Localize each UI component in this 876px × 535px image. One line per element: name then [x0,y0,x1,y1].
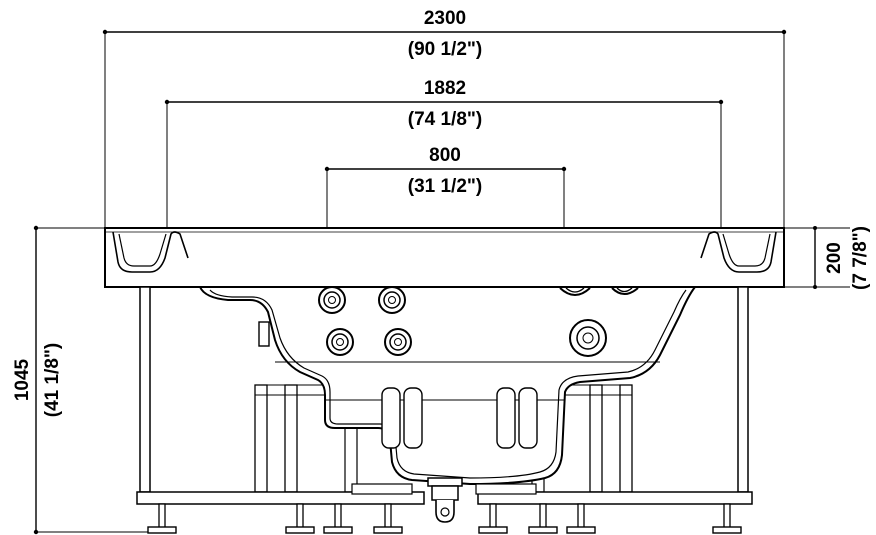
jet [326,328,354,356]
overall-width-inch: (90 1/2") [408,39,483,60]
rim-height-mm: 200 [824,242,845,274]
jet [378,286,406,314]
adjustable-feet [147,503,742,534]
jet [559,287,591,296]
inner-width-inch: (74 1/8") [408,109,483,130]
dimension-total-height: 1045 (41 1/8") [12,225,160,535]
foot [478,503,508,534]
foot [712,503,742,534]
jet [318,286,346,314]
dimension-rim-height: 200 (7 7/8") [784,226,871,290]
dimension-inner-width: 1882 (74 1/8") [164,78,724,228]
base-frame [136,483,753,505]
inner-width-mm: 1882 [424,78,466,99]
drain-fitting [427,477,463,523]
support-frame [139,286,749,493]
foot [323,503,353,534]
rim-height-inch: (7 7/8") [850,226,871,290]
foot [373,503,403,534]
foot [285,503,315,534]
seat-width-inch: (31 1/2") [408,176,483,197]
jets [318,286,639,357]
seat-width-mm: 800 [429,145,461,166]
foot [566,503,596,534]
tub-rim [104,227,785,288]
dimension-overall-width: 2300 (90 1/2") [102,8,787,228]
jet [384,328,412,356]
jet [569,319,607,357]
foot [528,503,558,534]
jet [611,287,639,295]
foot [147,503,177,534]
total-height-mm: 1045 [12,358,33,401]
overall-width-mm: 2300 [424,8,466,29]
total-height-inch: (41 1/8") [42,343,63,418]
